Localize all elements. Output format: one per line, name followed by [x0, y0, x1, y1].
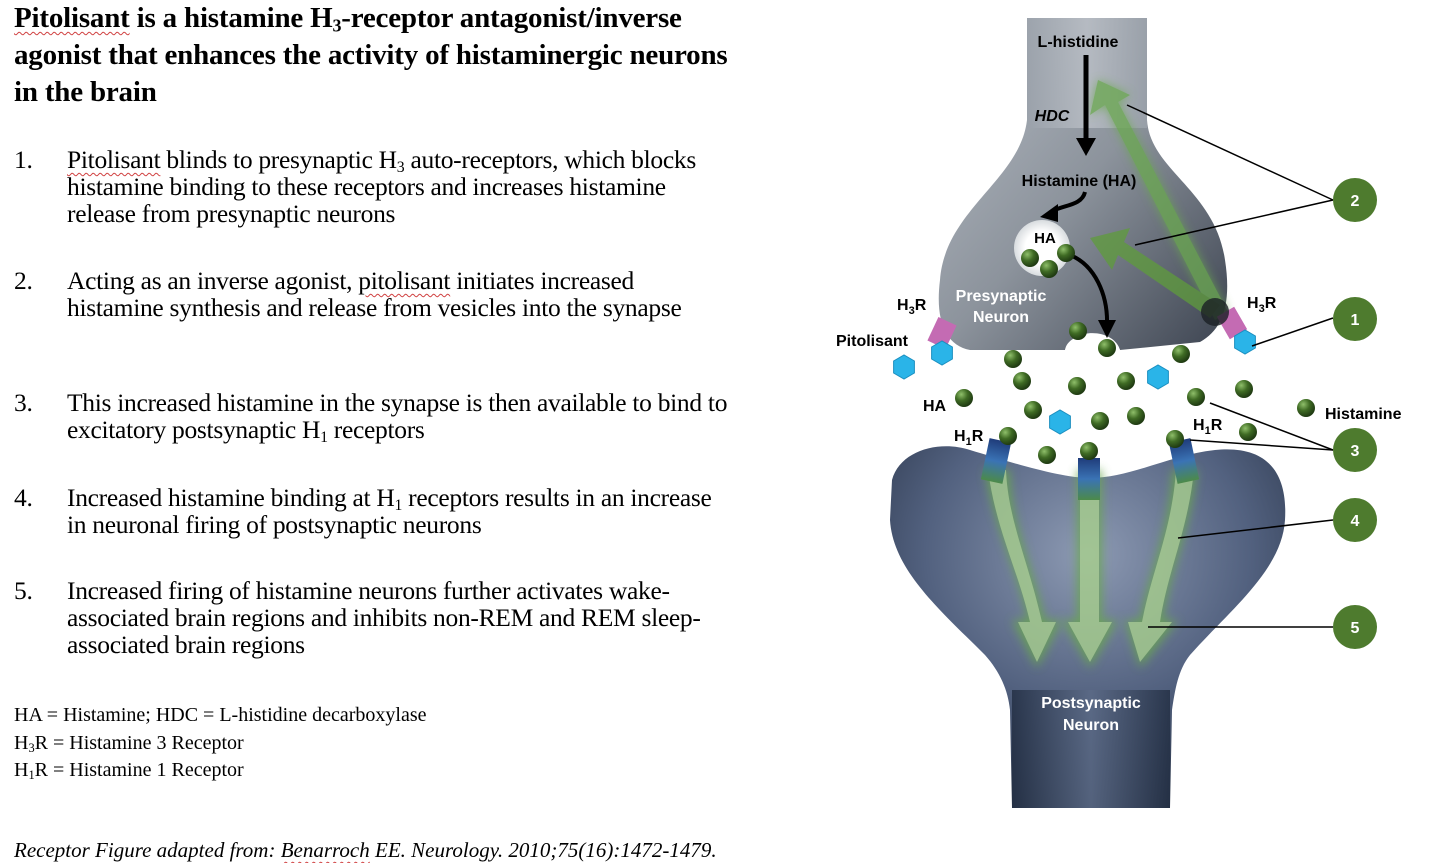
label-postsynaptic: Postsynaptic	[1041, 695, 1141, 712]
release-arrowhead	[1098, 320, 1116, 338]
step-5: 5.Increased firing of histamine neurons …	[14, 576, 701, 659]
release-arrow	[1069, 253, 1110, 326]
histamine-molecule	[1040, 260, 1058, 278]
label-h1r-right: H1R	[1193, 417, 1223, 437]
step-2: 2.Acting as an inverse agonist, pitolisa…	[14, 266, 682, 322]
badge-4: 4	[1333, 498, 1377, 542]
histamine-molecule	[1187, 388, 1205, 406]
badge-2: 2	[1333, 178, 1377, 222]
histamine-molecule	[955, 389, 973, 407]
label-h1r-left: H1R	[954, 428, 984, 448]
histamine-molecule	[1091, 412, 1109, 430]
histamine-molecule	[1013, 372, 1031, 390]
svg-text:3: 3	[1351, 443, 1360, 460]
histamine-molecule	[1024, 401, 1042, 419]
svg-text:4: 4	[1351, 513, 1360, 530]
step-4: 4.Increased histamine binding at H1 rece…	[14, 483, 712, 539]
svg-text:5: 5	[1351, 620, 1360, 637]
label-pitolisant: Pitolisant	[836, 333, 909, 350]
abbrev-ha-hdc: HA = Histamine; HDC = L-histidine decarb…	[14, 704, 427, 726]
histamine-molecule	[1117, 372, 1135, 390]
histamine-molecule	[1297, 399, 1315, 417]
hdc-arrowhead	[1076, 138, 1096, 156]
receptor-shadow	[1201, 298, 1229, 326]
histamine-molecule	[1004, 350, 1022, 368]
histamine-molecule	[1172, 345, 1190, 363]
histamine-molecule	[1069, 322, 1087, 340]
label-h3r-right: H3R	[1247, 295, 1277, 315]
label-postsynaptic-neuron: Neuron	[1063, 717, 1119, 734]
h1-receptor	[1168, 438, 1200, 484]
h1-receptors	[980, 438, 1200, 500]
h1-receptor	[1078, 458, 1100, 500]
label-hdc: HDC	[1035, 108, 1070, 125]
title-pitolisant: Pitolisant	[14, 2, 130, 34]
histamine-molecule	[1239, 423, 1257, 441]
label-presynaptic: Presynaptic	[956, 288, 1047, 305]
pitolisant-molecule	[1049, 409, 1071, 435]
label-histamine-ha: Histamine (HA)	[1022, 173, 1137, 190]
abbreviations: HA = Histamine; HDC = L-histidine decarb…	[14, 702, 426, 785]
abbrev-h3r: H3R = Histamine 3 Receptor	[14, 731, 244, 755]
svg-text:2: 2	[1351, 193, 1360, 210]
label-histamine: Histamine	[1325, 406, 1402, 423]
histamine-molecule	[1166, 430, 1184, 448]
badge-3: 3	[1333, 428, 1377, 472]
synapse-diagram: 2 1 3 4 5 L-histidine HDC Histamine (HA)…	[836, 18, 1402, 808]
pitolisant-molecule	[893, 354, 915, 380]
histamine-molecule	[1038, 446, 1056, 464]
label-h3r-left: H3R	[897, 297, 927, 317]
histamine-molecule	[1127, 407, 1145, 425]
pitolisant-molecule	[1147, 364, 1169, 390]
histamine-molecule	[1235, 380, 1253, 398]
histamine-molecule	[1098, 339, 1116, 357]
firing-arrows	[985, 470, 1197, 668]
step-1: 1.Pitolisant blinds to presynaptic H3 au…	[14, 145, 696, 228]
reference-citation: Receptor Figure adapted from: Benarroch …	[14, 838, 717, 862]
badge-5: 5	[1333, 605, 1377, 649]
histamine-molecule	[1057, 244, 1075, 262]
synthesis-arrows	[1090, 80, 1228, 320]
label-ha: HA	[923, 398, 947, 415]
pitolisant-molecules	[893, 329, 1256, 435]
histamine-molecule	[1021, 249, 1039, 267]
curved-arrowhead	[1040, 204, 1058, 222]
histamine-molecule	[999, 427, 1017, 445]
h3-receptor-left	[927, 316, 957, 350]
svg-text:1: 1	[1351, 312, 1360, 329]
pitolisant-molecule	[931, 340, 953, 366]
pitolisant-molecule	[1234, 329, 1256, 355]
step-3: 3.This increased histamine in the synaps…	[14, 388, 728, 446]
label-vesicle-ha: HA	[1034, 230, 1056, 247]
histamine-molecules	[955, 244, 1315, 464]
label-presynaptic-neuron: Neuron	[973, 309, 1029, 326]
h1-receptor	[980, 438, 1012, 484]
leader-lines	[1126, 104, 1334, 628]
badge-1: 1	[1333, 297, 1377, 341]
page-title: Pitolisant is a histamine H3-receptor an…	[14, 2, 728, 108]
histamine-molecule	[1068, 377, 1086, 395]
abbrev-h1r: H1R = Histamine 1 Receptor	[14, 759, 244, 783]
histamine-molecule	[1080, 442, 1098, 460]
label-l-histidine: L-histidine	[1038, 34, 1119, 51]
